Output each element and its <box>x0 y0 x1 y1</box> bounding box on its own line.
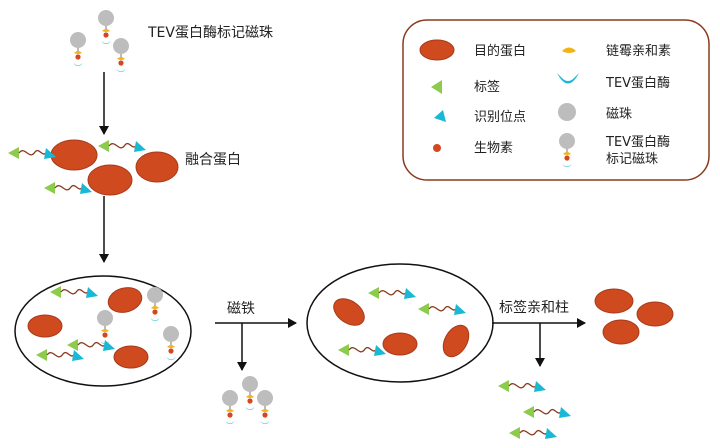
legend-tag-swatch <box>431 80 442 94</box>
target-protein <box>135 151 179 183</box>
affinity-column-label: 标签亲和柱 <box>499 299 569 316</box>
target-protein <box>50 139 98 171</box>
legend-recognition-site: 识别位点 <box>474 110 526 125</box>
legend-magnetic-bead: 磁珠 <box>606 107 632 122</box>
tev-bead-cluster-top <box>69 9 130 73</box>
purified-proteins <box>594 288 674 345</box>
removed-beads <box>221 375 274 425</box>
legend-tev-swatch <box>557 73 579 84</box>
legend-streptavidin-swatch <box>562 47 576 53</box>
legend-streptavidin: 链霉亲和素 <box>606 44 671 59</box>
legend-biotin-swatch <box>433 144 441 152</box>
legend-tev-bead-line2: 标记磁珠 <box>606 152 658 167</box>
legend-biotin: 生物素 <box>474 141 513 156</box>
reaction-vessel-1 <box>14 275 192 387</box>
vessel-2-contents <box>333 286 470 358</box>
legend-protein-swatch <box>419 39 455 61</box>
fusion-protein-label: 融合蛋白 <box>185 152 241 168</box>
reaction-vessel-2 <box>306 263 494 383</box>
removed-tag-fragments <box>497 379 572 440</box>
legend-tev-bead-line1: TEV蛋白酶 <box>605 134 670 150</box>
magnet-label: 磁铁 <box>227 301 255 317</box>
legend-box: 目的蛋白 标签 识别位点 生物素 链霉亲和素 TEV蛋白酶 磁珠 TEV蛋白酶 … <box>402 19 710 181</box>
target-protein <box>87 164 133 196</box>
legend-tag: 标签 <box>474 79 500 95</box>
fusion-protein-group <box>7 139 179 196</box>
legend-target-protein: 目的蛋白 <box>474 43 526 59</box>
legend-tev-protease: TEV蛋白酶 <box>605 75 670 91</box>
tev-bead-label: TEV蛋白酶标记磁珠 <box>147 25 273 41</box>
legend-site-swatch <box>434 110 446 122</box>
legend-bead-swatch <box>558 103 576 121</box>
vessel-1-contents <box>27 285 180 369</box>
